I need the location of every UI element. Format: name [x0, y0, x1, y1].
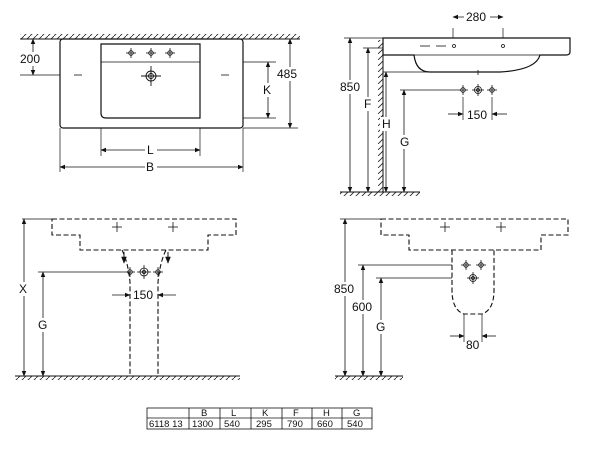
- basin-outline-siphon: [380, 218, 569, 251]
- table-header: F: [293, 408, 299, 419]
- table-header: H: [323, 408, 330, 419]
- dimension-table: [146, 407, 373, 430]
- table-cell: 540: [224, 419, 240, 430]
- label-850-side: 850: [340, 80, 360, 94]
- label-X: X: [19, 282, 27, 296]
- table-cell: 660: [317, 419, 333, 430]
- label-F: F: [364, 97, 371, 111]
- label-200: 200: [20, 52, 40, 66]
- siphon-cover-outline: [451, 250, 495, 315]
- table-cell: 790: [287, 419, 303, 430]
- label-G-siphon: G: [376, 320, 385, 334]
- side-siphon-view: [335, 218, 569, 380]
- label-K: K: [263, 83, 271, 97]
- side-view: [340, 14, 571, 196]
- table-cell-model: 6118 13: [149, 419, 183, 430]
- label-150-side: 150: [467, 108, 487, 122]
- basin-outline-front: [51, 218, 237, 251]
- table-header: L: [231, 408, 236, 419]
- table-cell: 295: [256, 419, 272, 430]
- label-150-front: 150: [133, 288, 153, 302]
- siphon-floor-hatch: [335, 376, 403, 380]
- top-wall-hatch: [20, 34, 300, 39]
- tap-holes-top: [126, 48, 175, 58]
- front-floor-hatch: [15, 376, 240, 380]
- connection-symbol-siphon: [461, 260, 486, 284]
- bowl-outline-top: [100, 43, 201, 119]
- label-850-siphon: 850: [334, 282, 354, 296]
- label-80: 80: [466, 338, 480, 352]
- table-header: B: [201, 408, 207, 419]
- label-G-front: G: [38, 318, 47, 332]
- table-cell: 540: [347, 419, 363, 430]
- label-280: 280: [466, 10, 486, 24]
- table-header: K: [262, 408, 269, 419]
- top-view: [20, 34, 300, 172]
- label-H: H: [382, 117, 391, 131]
- front-pedestal-view: [15, 218, 240, 380]
- table-header: G: [353, 408, 360, 419]
- label-B: B: [146, 160, 154, 174]
- table-header-row: B L K F H G: [201, 408, 360, 419]
- table-cell: 1300: [192, 419, 213, 430]
- connection-symbol-side: [458, 84, 497, 96]
- label-G-side: G: [400, 135, 409, 149]
- pedestal-outline: [121, 249, 167, 376]
- basin-side-profile: [382, 37, 571, 73]
- side-wall-hatch: [378, 40, 383, 192]
- label-600: 600: [352, 300, 372, 314]
- table-row: 6118 13 1300 540 295 790 660 540: [149, 419, 363, 430]
- label-485: 485: [277, 67, 297, 81]
- side-floor-hatch: [340, 192, 420, 196]
- basin-outline-top: [59, 38, 244, 129]
- label-L: L: [147, 143, 154, 157]
- drain-top: [141, 66, 161, 86]
- connection-symbol-front: [125, 265, 163, 279]
